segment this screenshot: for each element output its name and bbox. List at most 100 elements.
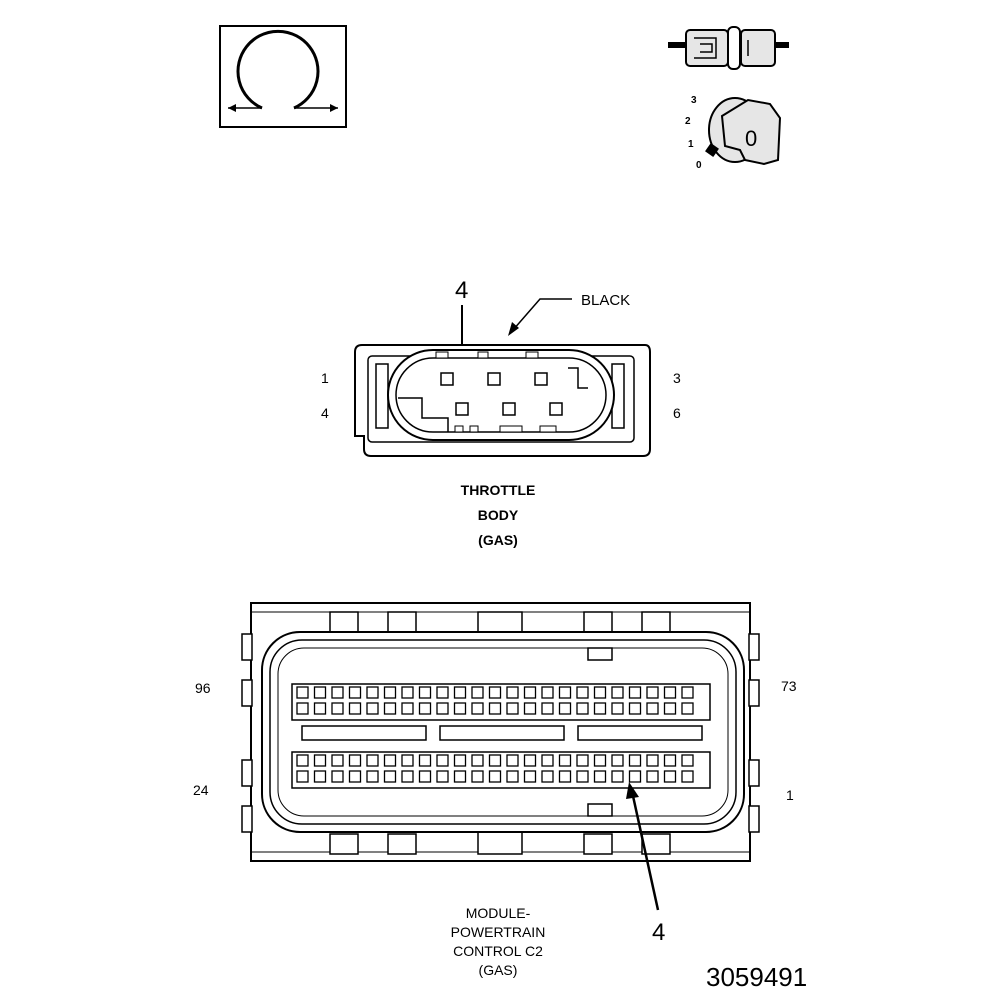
pcm-cavity [576, 754, 589, 767]
pcm-cavity [401, 686, 414, 699]
throttle-pin-cavities [440, 372, 563, 416]
pcm-pin-label-bottom-left: 24 [193, 782, 209, 798]
pcm-cavity [348, 754, 362, 767]
figure-number: 3059491 [706, 962, 807, 992]
pcm-cavity [576, 770, 589, 783]
pcm-cavity [348, 770, 362, 783]
pcm-label-line-3: CONTROL C2 [453, 943, 543, 959]
pcm-cavity [313, 702, 327, 715]
ignition-position-2: 2 [685, 116, 691, 127]
pcm-cavity [348, 686, 362, 699]
pcm-callout-number: 4 [652, 919, 665, 946]
pcm-cavity [296, 754, 309, 767]
pcm-cavity [453, 686, 467, 699]
pcm-cavity [506, 686, 519, 699]
pcm-cavity [506, 702, 519, 715]
throttle-label-line-3: (GAS) [478, 532, 518, 548]
pcm-cavity [418, 702, 432, 715]
pcm-cavity [663, 686, 677, 699]
pcm-cavity [523, 686, 537, 699]
pcm-cavity [436, 770, 449, 783]
pcm-cavity [523, 770, 537, 783]
throttle-pin-label-bottom-right: 6 [673, 405, 681, 421]
pcm-label-line-4: (GAS) [479, 962, 518, 978]
pcm-cavity [681, 686, 694, 699]
cavity-5 [502, 402, 516, 416]
pcm-cavity [576, 702, 589, 715]
pcm-label-line-1: MODULE- [466, 905, 531, 921]
disconnected-connector-icon [668, 26, 789, 70]
pcm-cavity [366, 686, 379, 699]
pcm-cavity [313, 754, 327, 767]
throttle-label-line-1: THROTTLE [461, 482, 536, 498]
pcm-cavity [506, 754, 519, 767]
connector-resistance-icon [219, 25, 347, 128]
pcm-cavity [558, 702, 572, 715]
pcm-cavity [488, 686, 502, 699]
ignition-off-icon: 3 2 1 0 0 [685, 95, 782, 171]
pcm-cavity [663, 770, 677, 783]
pcm-cavity [366, 754, 379, 767]
pcm-cavity [488, 770, 502, 783]
pcm-cavity [681, 770, 694, 783]
pcm-cavity [331, 702, 344, 715]
pcm-cavity [523, 754, 537, 767]
ignition-position-0: 0 [696, 160, 702, 171]
pcm-cavity [541, 702, 554, 715]
pcm-cavity [593, 754, 607, 767]
pcm-cavity [488, 754, 502, 767]
cavity-3 [534, 372, 548, 386]
pcm-cavity [646, 702, 659, 715]
pcm-cavity [418, 686, 432, 699]
throttle-pin-label-top-left: 1 [321, 370, 329, 386]
pcm-cavity [401, 754, 414, 767]
pcm-cavity [418, 770, 432, 783]
pcm-cavity [313, 770, 327, 783]
pcm-cavity [663, 754, 677, 767]
pcm-cavity [453, 770, 467, 783]
pcm-cavity [523, 702, 537, 715]
pcm-cavity [331, 754, 344, 767]
pcm-cavity [366, 702, 379, 715]
pcm-cavity [296, 686, 309, 699]
pcm-cavity [628, 770, 642, 783]
pcm-cavity [681, 702, 694, 715]
cavity-2 [487, 372, 501, 386]
ignition-position-3: 3 [691, 95, 697, 106]
pcm-cavity [383, 686, 397, 699]
pcm-cavity [383, 754, 397, 767]
ignition-position-1: 1 [688, 139, 694, 150]
pcm-cavity [611, 754, 624, 767]
pcm-c2-connector: 4 96 24 73 1 MODULE- POWERTRAIN CONTROL … [193, 602, 797, 978]
pcm-cavity [681, 754, 694, 767]
cavity-4 [455, 402, 469, 416]
pcm-cavity [331, 770, 344, 783]
pcm-cavity [296, 702, 309, 715]
pcm-cavity [418, 754, 432, 767]
throttle-label-line-2: BODY [478, 507, 519, 523]
pcm-cavity [488, 702, 502, 715]
pcm-cavity [471, 702, 484, 715]
pcm-pin-label-top-right: 73 [781, 678, 797, 694]
pcm-cavity [646, 754, 659, 767]
throttle-body-connector: BLACK 4 [321, 277, 681, 548]
pcm-pin-label-top-left: 96 [195, 680, 211, 696]
pcm-cavity [558, 770, 572, 783]
pcm-cavity [576, 686, 589, 699]
key-glyph: 0 [745, 126, 757, 151]
pcm-cavity [558, 686, 572, 699]
pcm-cavity [611, 770, 624, 783]
cavity-6 [549, 402, 563, 416]
throttle-pin-label-bottom-left: 4 [321, 405, 329, 421]
pcm-cavity [628, 754, 642, 767]
key-icon [720, 98, 782, 166]
pcm-cavity [558, 754, 572, 767]
pcm-cavity [436, 686, 449, 699]
connector-color-label: BLACK [581, 292, 630, 309]
pcm-pin-cavities [296, 686, 694, 783]
pcm-pin-label-bottom-right: 1 [786, 787, 794, 803]
pcm-cavity [541, 770, 554, 783]
pcm-cavity [506, 770, 519, 783]
pcm-cavity [383, 702, 397, 715]
